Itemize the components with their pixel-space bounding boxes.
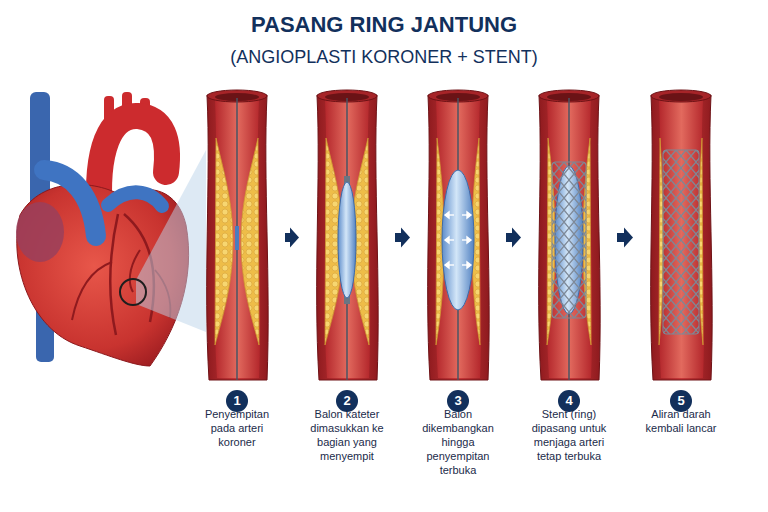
balloon xyxy=(338,182,356,298)
arrow-head xyxy=(401,228,410,248)
arrow-shaft xyxy=(395,233,402,242)
step-panel: 4Stent (ring) dipasang untuk menjaga art… xyxy=(537,95,601,380)
arrow-shaft xyxy=(285,233,291,242)
step-caption: Balon kateter dimasukkan ke bagian yang … xyxy=(304,407,390,463)
step-arrow xyxy=(395,228,410,248)
artery xyxy=(317,90,378,380)
artery xyxy=(207,90,268,380)
step-caption: Penyempitan pada arteri koroner xyxy=(194,407,280,449)
plaque xyxy=(659,138,663,345)
artery-panel xyxy=(207,90,268,380)
plaque xyxy=(215,138,233,345)
step-caption: Stent (ring) dipasang untuk menjaga arte… xyxy=(526,407,612,463)
arrow-head xyxy=(290,228,299,248)
step-caption: Balon dikembangkan hingga penyempitan te… xyxy=(415,407,501,477)
coronary-artery xyxy=(72,262,112,320)
zoom-cone xyxy=(136,150,206,332)
step-panel: 2Balon kateter dimasukkan ke bagian yang… xyxy=(315,95,379,380)
step-panel: 5Aliran darah kembali lancar xyxy=(649,95,713,380)
arrow-head xyxy=(624,228,633,248)
arrow-shaft xyxy=(617,233,625,242)
vena-cava xyxy=(30,92,50,207)
step-panel: 3Balon dikembangkan hingga penyempitan t… xyxy=(426,95,490,380)
heart-illustration xyxy=(16,92,206,366)
stent xyxy=(663,150,699,334)
artery xyxy=(428,90,489,380)
balloon xyxy=(442,170,474,310)
catheter-tip xyxy=(235,226,239,250)
plaque xyxy=(699,138,703,345)
step-caption: Aliran darah kembali lancar xyxy=(638,407,724,435)
expansion-arrows xyxy=(445,212,471,268)
step-arrow xyxy=(285,228,299,248)
artery-panel xyxy=(539,90,600,380)
artery xyxy=(651,90,712,380)
diagram-title: PASANG RING JANTUNG xyxy=(0,12,768,38)
arrow-shaft xyxy=(506,233,513,242)
artery xyxy=(539,90,600,380)
step-arrow xyxy=(506,228,521,248)
step-panel: 1Penyempitan pada arteri koroner xyxy=(205,95,269,380)
pulmonary-artery xyxy=(108,192,162,206)
artery-panel xyxy=(317,90,378,380)
zoom-circle xyxy=(120,279,146,305)
atrium xyxy=(16,202,64,262)
stent xyxy=(552,162,586,318)
pulmonary-artery xyxy=(44,170,96,236)
plaque xyxy=(241,138,259,345)
subtitle: (ANGIOPLASTI KORONER + STENT) xyxy=(0,46,768,68)
step-arrow xyxy=(617,228,633,248)
arrow-head xyxy=(512,228,521,248)
artery-panel xyxy=(428,90,489,380)
coronary-artery xyxy=(110,214,118,335)
artery-panel xyxy=(651,90,712,380)
